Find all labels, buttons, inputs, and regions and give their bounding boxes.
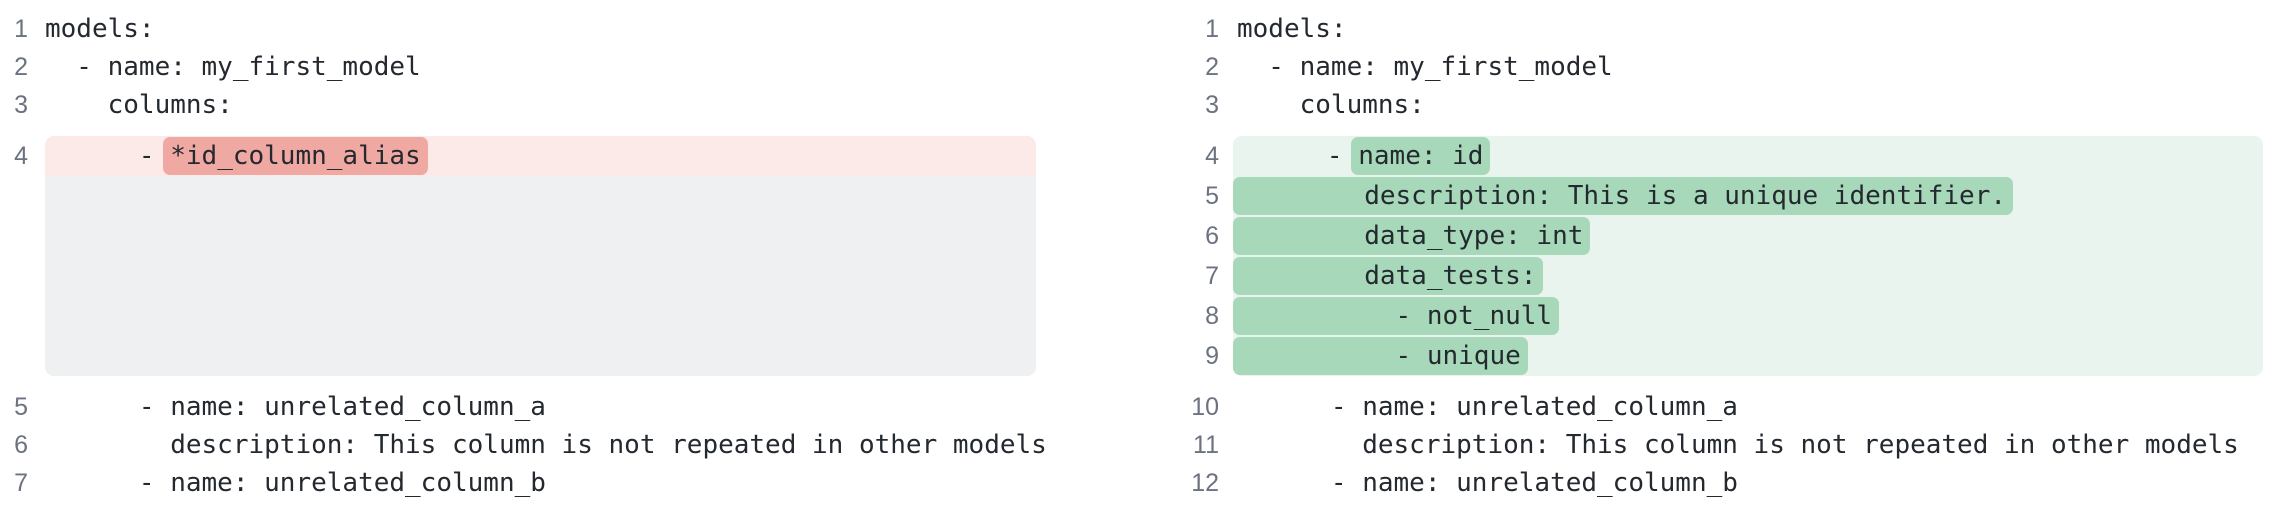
word-diff-highlight: - unique [1233,337,1528,375]
line-number: 8 [1205,302,1219,330]
diff-line-added: 9 - unique [1205,336,2263,376]
diff-line: 6 description: This column is not repeat… [0,426,1139,464]
word-diff-highlight: *id_column_alias [163,137,428,175]
code-line: - name: unrelated_column_b [45,468,546,498]
code-line: - name: my_first_model [1237,52,1613,82]
code-line: columns: [45,90,233,120]
code-text: - name: unrelated_column_a [45,392,546,422]
code-line: - name: unrelated_column_a [45,392,546,422]
line-number: 3 [14,90,28,119]
code-text: - [45,141,171,171]
code-text: columns: [1237,90,1425,120]
code-text: - name: unrelated_column_b [1237,468,1738,498]
line-number: 11 [1193,430,1219,459]
line-number: 6 [1205,222,1219,250]
diff-line: 10 - name: unrelated_column_a [1139,388,2278,426]
line-number: 4 [14,142,28,170]
diff-line: 12 - name: unrelated_column_b [1139,464,2278,502]
diff-line-added: 8 - not_null [1205,296,2263,336]
line-number: 1 [1205,14,1219,43]
diff-line: 1 models: [0,10,1139,48]
word-diff-highlight: name: id [1351,137,1491,175]
code-text: models: [1237,14,1347,44]
diff-line-removed: 4 - *id_column_alias [14,136,1036,176]
code-text: description: This column is not repeated… [45,430,1047,460]
line-number: 4 [1205,142,1219,170]
line-number: 1 [14,14,28,43]
code-text: - name: unrelated_column_b [45,468,546,498]
code-line: models: [1237,14,1347,44]
line-number: 6 [14,430,28,459]
code-text: models: [45,14,155,44]
line-number: 12 [1191,468,1219,497]
diff-alignment-filler [45,176,1036,376]
line-number: 2 [1205,52,1219,81]
word-diff-highlight: - not_null [1233,297,1560,335]
line-number: 3 [1205,90,1219,119]
line-number: 5 [14,392,28,421]
code-text: columns: [45,90,233,120]
code-line: models: [45,14,155,44]
code-text: description: This column is not repeated… [1237,430,2239,460]
code-line: - name: my_first_model [45,52,421,82]
diff-line-added: 4 - name: id [1205,136,2263,176]
line-number: 7 [14,468,28,497]
code-text: - [1233,141,1359,171]
word-diff-highlight: data_tests: [1233,257,1544,295]
code-text: - name: my_first_model [1237,52,1613,82]
diff-line-added: 6 data_type: int [1205,216,2263,256]
line-number: 7 [1205,262,1219,290]
line-number: 9 [1205,342,1219,370]
diff-line: 3 columns: [0,86,1139,124]
line-number: 2 [14,52,28,81]
diff-line-added: 5 description: This is a unique identifi… [1205,176,2263,216]
code-line: description: This column is not repeated… [1237,430,2239,460]
word-diff-highlight: description: This is a unique identifier… [1233,177,2014,215]
diff-line: 2 - name: my_first_model [0,48,1139,86]
diff-line: 7 - name: unrelated_column_b [0,464,1139,502]
line-number: 5 [1205,182,1219,210]
code-line: columns: [1237,90,1425,120]
word-diff-highlight: data_type: int [1233,217,1591,255]
diff-line: 5 - name: unrelated_column_a [0,388,1139,426]
diff-line: 3 columns: [1139,86,2278,124]
diff-line: 1 models: [1139,10,2278,48]
diff-line-added: 7 data_tests: [1205,256,2263,296]
line-number: 10 [1191,392,1219,421]
code-text: - name: unrelated_column_a [1237,392,1738,422]
diff-line: 2 - name: my_first_model [1139,48,2278,86]
code-text: - name: my_first_model [45,52,421,82]
code-line: - name: unrelated_column_b [1237,468,1738,498]
code-line: description: This column is not repeated… [45,430,1047,460]
diff-line: 11 description: This column is not repea… [1139,426,2278,464]
removed-block: 4 - *id_column_alias [14,136,1036,376]
code-line: - name: unrelated_column_a [1237,392,1738,422]
